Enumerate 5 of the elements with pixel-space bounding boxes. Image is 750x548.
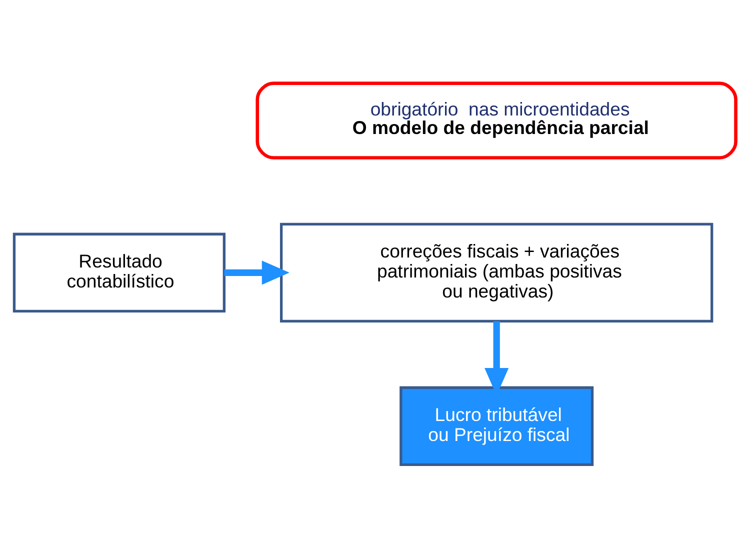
node-box: Lucro tributável ou Prejuízo fiscal [400,386,594,466]
node-box: correções fiscais + variações patrimoniais (ambas positivas ou negativas) [280,222,714,322]
arrow [224,260,290,285]
node-box: obrigatório nas microentidades O modelo de dependência parcial [256,82,738,160]
node-box: Resultado contabilístico [12,232,226,313]
